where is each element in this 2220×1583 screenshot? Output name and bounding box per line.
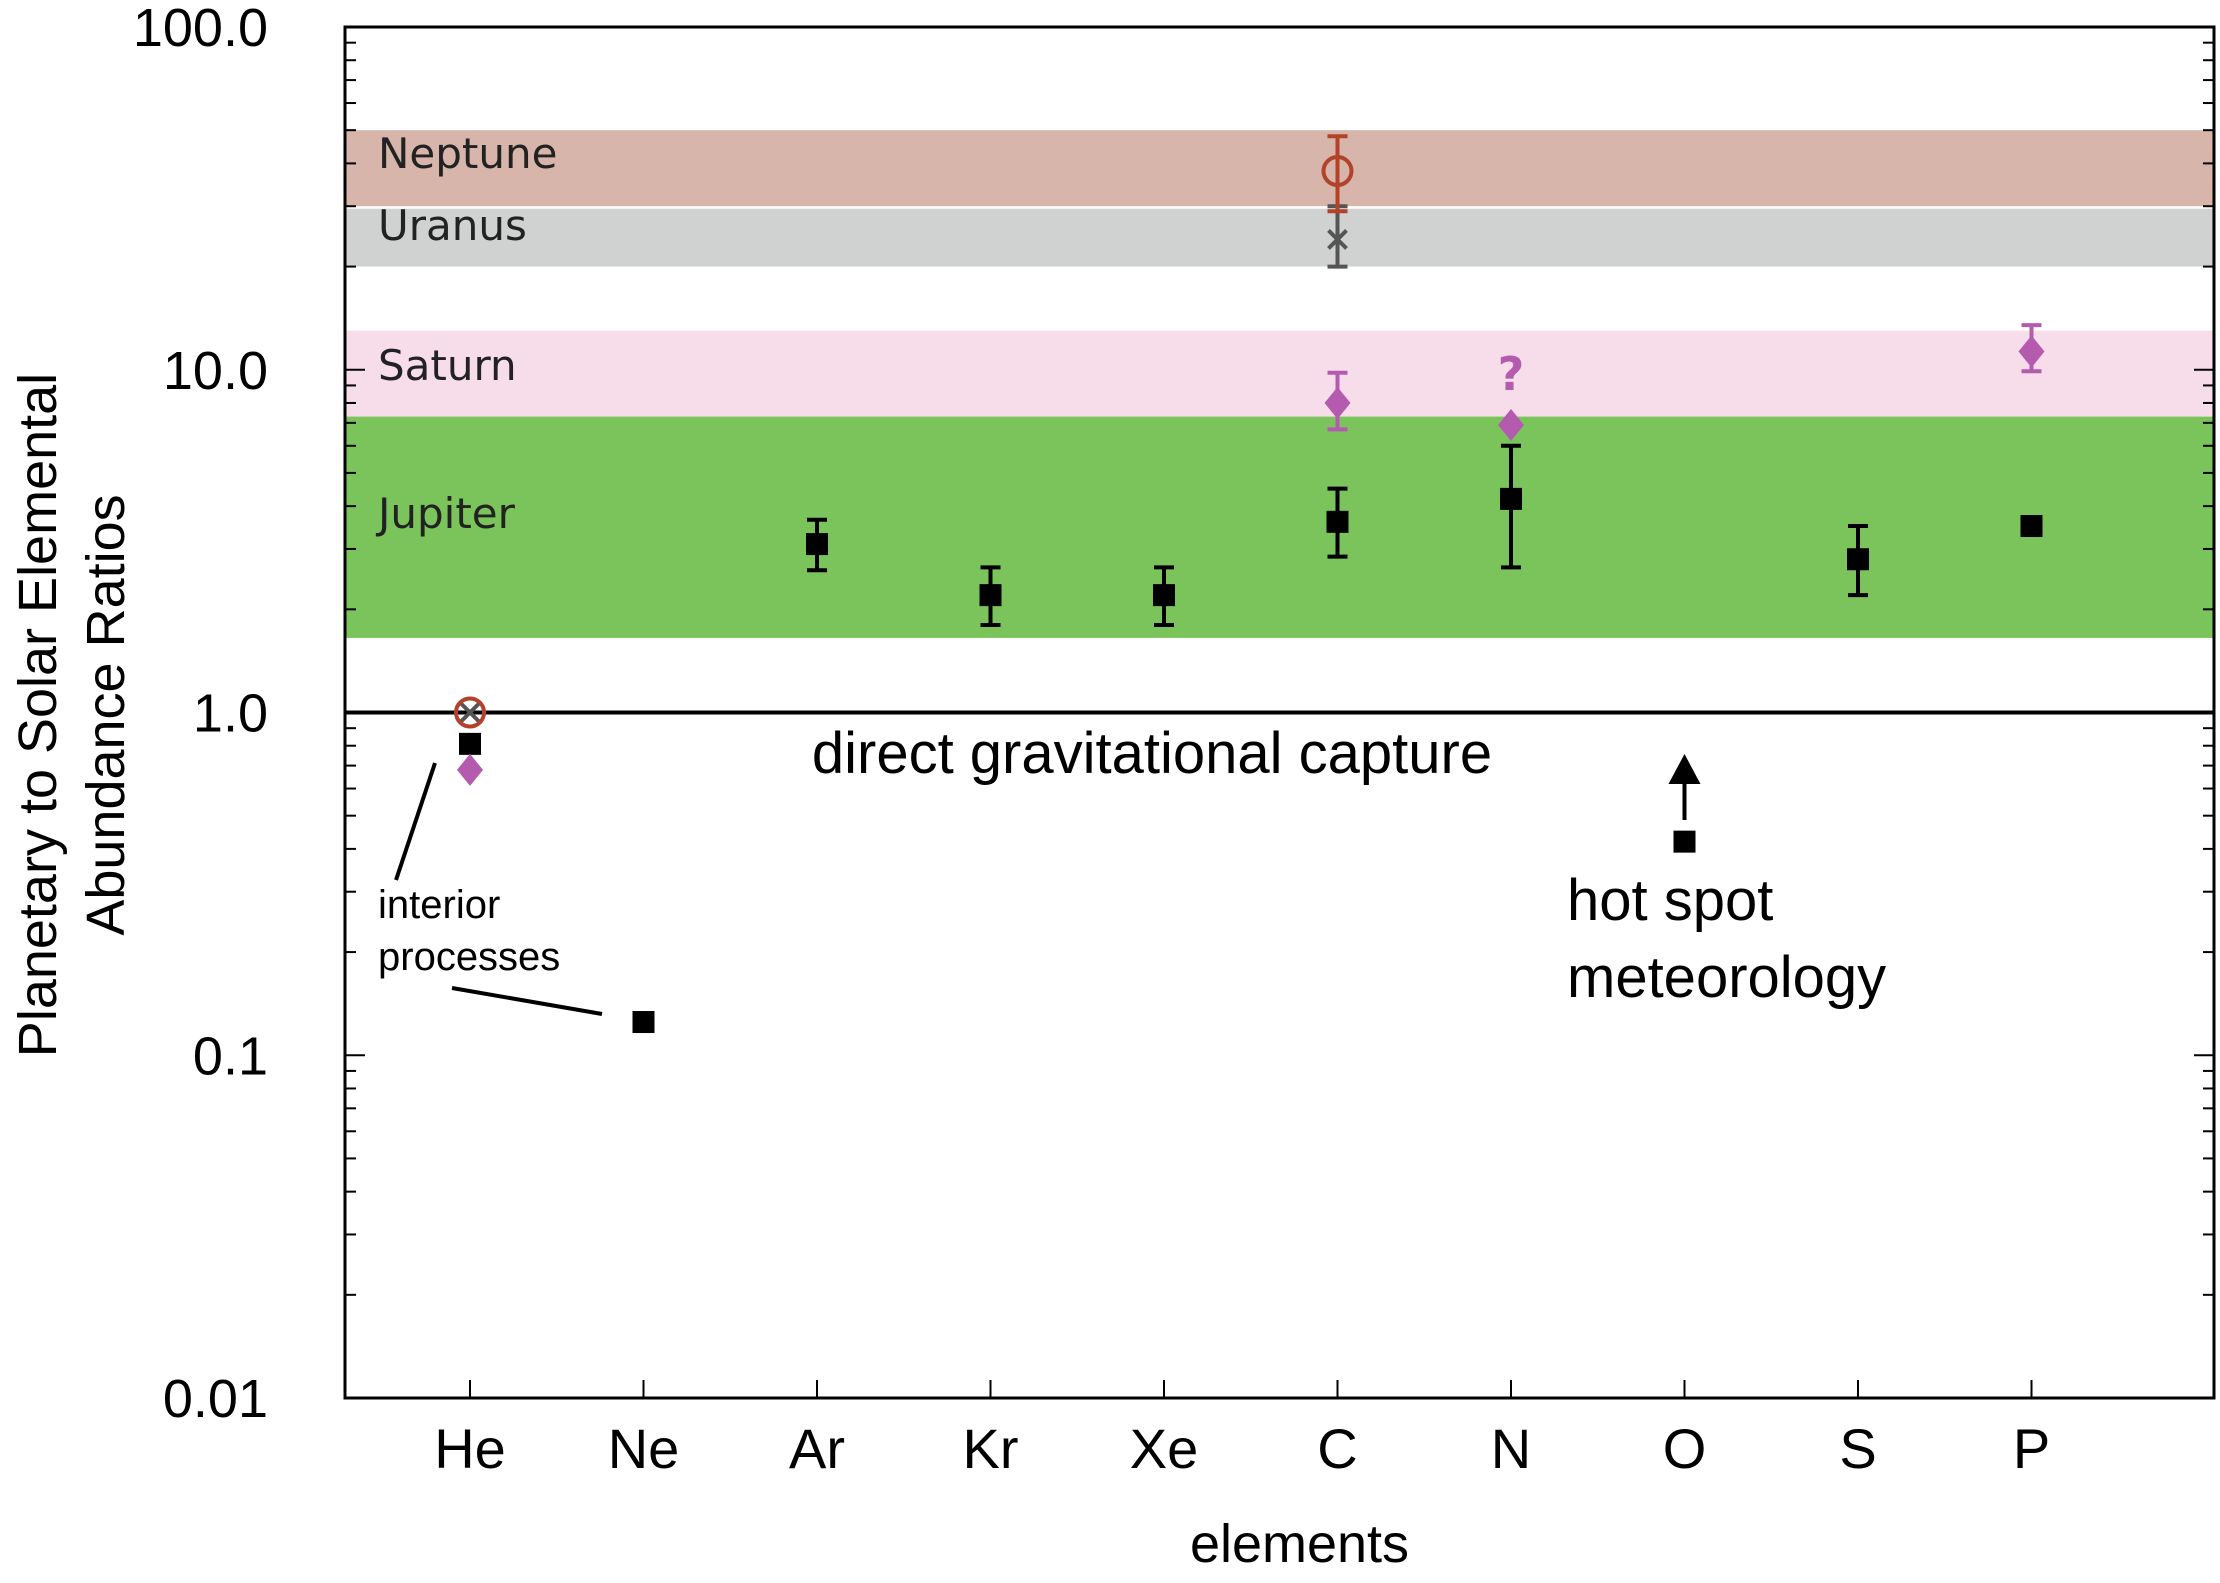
neptune-band-label: Neptune [378, 129, 557, 178]
y-tick-label: 0.1 [193, 1026, 268, 1086]
direct-capture-label: direct gravitational capture [812, 721, 1492, 786]
saturn-n-question-mark: ? [1498, 347, 1525, 401]
y-tick-label: 1.0 [193, 684, 268, 744]
x-tick-label: S [1839, 1417, 1876, 1480]
neptune-band [345, 130, 2214, 207]
interior-leader-ne [451, 986, 603, 1016]
x-axis-title: elements [1190, 1514, 1409, 1574]
x-tick-label: Xe [1130, 1417, 1199, 1480]
jupiter-band [345, 416, 2214, 638]
hot-spot-arrow-head [1668, 754, 1701, 784]
jupiter-square-marker [1153, 584, 1175, 607]
x-tick-label: Ar [789, 1417, 845, 1480]
x-tick-label: O [1663, 1417, 1707, 1480]
jupiter-square-marker [806, 533, 828, 556]
uranus-band [345, 208, 2214, 267]
saturn-diamond-marker [1324, 386, 1351, 419]
hot-spot-label-2: meteorology [1567, 945, 1886, 1010]
y-tick-label: 10.0 [163, 341, 268, 401]
jupiter-square-marker [1326, 510, 1349, 533]
uranus-band-label: Uranus [378, 201, 527, 250]
jupiter-square-marker [1847, 548, 1869, 571]
saturn-diamond-marker [2018, 335, 2045, 368]
y-axis-title-line-1: Planetary to Solar Elemental [8, 373, 68, 1057]
neptune-circle-marker [1321, 155, 1354, 188]
hot-spot-label-1: hot spot [1567, 868, 1773, 933]
y-axis-title-line-2: Abundance Ratios [76, 494, 136, 935]
interior-leader-he [394, 762, 437, 881]
saturn-band-label: Saturn [378, 341, 517, 390]
x-tick-label: N [1491, 1417, 1531, 1480]
x-tick-label: P [2013, 1417, 2050, 1480]
data-points [454, 134, 2045, 1034]
jupiter-square-marker [1500, 487, 1522, 510]
neptune-circle-marker [454, 696, 486, 729]
interior-processes-label-2: processes [378, 935, 560, 979]
x-tick-label: He [434, 1417, 506, 1480]
jupiter-band-label: Jupiter [375, 489, 516, 538]
uranus-x-marker [1327, 229, 1348, 250]
saturn-band [345, 330, 2214, 417]
uranus-x-marker [459, 702, 481, 723]
annotations: direct gravitational capture interior pr… [378, 347, 1886, 1016]
saturn-diamond-marker [457, 753, 483, 786]
jupiter-square-marker [459, 732, 481, 755]
x-tick-label: Ne [608, 1417, 680, 1480]
axis-labels: elements Planetary to Solar Elemental Ab… [8, 373, 1409, 1574]
jupiter-square-marker [2020, 515, 2043, 538]
y-tick-label: 0.01 [163, 1369, 268, 1429]
interior-processes-label-1: interior [378, 883, 500, 927]
x-tick-label: Kr [963, 1417, 1019, 1480]
jupiter-square-marker [632, 1011, 655, 1034]
x-tick-label: C [1317, 1417, 1357, 1480]
y-tick-label: 100.0 [133, 0, 268, 58]
jupiter-square-marker [979, 584, 1002, 607]
saturn-diamond-marker [1498, 408, 1524, 441]
jupiter-square-marker [1673, 830, 1696, 853]
